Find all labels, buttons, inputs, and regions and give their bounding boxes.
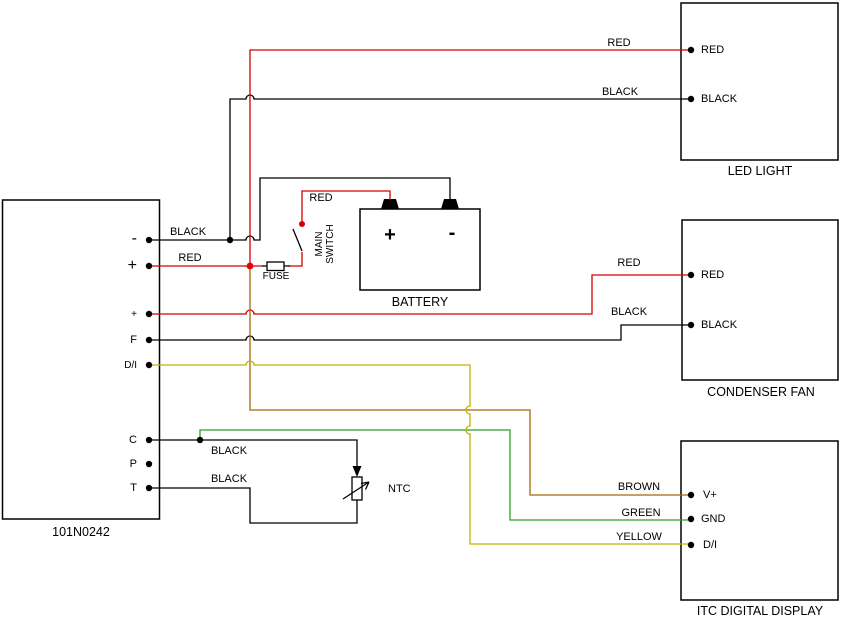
wire-plus2-to-fan-red — [149, 274, 691, 315]
terminal-dot-di — [145, 361, 153, 369]
ntc-diagonal-arrow — [342, 481, 370, 500]
itc-display-box — [680, 440, 839, 601]
fan-terminal-dot-black — [687, 321, 695, 329]
controller-terminal-di: D/I — [124, 360, 137, 371]
ntc-arrowhead-down — [352, 466, 362, 477]
display-terminal-dot-di — [687, 541, 695, 549]
display-terminal-vplus-label: V+ — [703, 489, 717, 501]
fan-terminal-dot-red — [687, 271, 695, 279]
controller-terminal-minus: - — [131, 230, 137, 247]
display-terminal-gnd-label: GND — [701, 513, 726, 525]
main-switch-contact-dot — [299, 221, 305, 227]
battery-box — [359, 208, 481, 291]
wire-f-to-fan-black — [149, 324, 691, 341]
controller-terminal-plus2: + — [131, 309, 137, 320]
wire-black-to-battery-negative — [230, 177, 451, 241]
display-terminal-di-label: D/I — [703, 539, 718, 551]
wire-label-fan-red: RED — [617, 257, 641, 269]
fuse-symbol — [266, 261, 285, 272]
ntc-body — [351, 476, 363, 501]
terminal-dot-minus — [145, 236, 153, 244]
junction-dot-c-green — [196, 436, 204, 444]
led-terminal-black-label: BLACK — [701, 93, 738, 105]
wire-fuse-to-switch — [288, 252, 303, 267]
battery-minus-sign: - — [448, 222, 456, 244]
condenser-fan-label: CONDENSER FAN — [707, 385, 815, 399]
junction-dot-red-plus — [246, 262, 254, 270]
wire-label-plus-red: RED — [178, 252, 202, 264]
led-terminal-red-label: RED — [701, 44, 725, 56]
fan-terminal-red-label: RED — [701, 269, 725, 281]
wire-green-to-display-gnd — [199, 429, 691, 521]
wire-yellow-to-display-di — [149, 360, 691, 545]
led-light-box — [680, 2, 839, 161]
wire-brown-to-display-vplus — [249, 266, 691, 496]
junction-dot-black-minus — [226, 236, 234, 244]
fan-terminal-black-label: BLACK — [701, 319, 738, 331]
battery-label: BATTERY — [391, 295, 449, 309]
terminal-dot-p — [145, 460, 153, 468]
wire-t-to-ntc — [149, 487, 358, 524]
fuse-label: FUSE — [262, 271, 290, 282]
itc-display-label: ITC DIGITAL DISPLAY — [696, 604, 824, 618]
controller-terminal-f: F — [130, 334, 137, 346]
wire-black-to-led — [229, 94, 691, 240]
controller-terminal-plus: + — [127, 257, 137, 274]
battery-negative-cap — [441, 199, 459, 209]
led-light-label: LED LIGHT — [727, 164, 793, 178]
battery-positive-cap — [381, 199, 399, 209]
terminal-dot-plus — [145, 262, 153, 270]
wire-switch-to-battery-positive — [301, 190, 391, 224]
terminal-dot-f — [145, 336, 153, 344]
controller-terminal-t: T — [130, 482, 137, 494]
wire-label-display-yellow: YELLOW — [616, 531, 662, 543]
terminal-dot-plus2 — [145, 310, 153, 318]
wire-label-led-black: BLACK — [601, 86, 639, 98]
terminal-dot-t — [145, 484, 153, 492]
main-switch-blade — [292, 228, 303, 252]
wire-label-display-green: GREEN — [621, 507, 661, 519]
wire-label-t-black: BLACK — [210, 473, 248, 485]
led-terminal-dot-red — [687, 46, 695, 54]
controller-terminal-c: C — [129, 434, 137, 446]
ntc-label: NTC — [388, 483, 411, 495]
wire-red-to-led — [249, 49, 691, 266]
led-terminal-dot-black — [687, 95, 695, 103]
wire-label-minus-black: BLACK — [169, 226, 207, 238]
wire-label-display-brown: BROWN — [617, 481, 661, 493]
condenser-fan-box — [681, 219, 839, 381]
controller-label: 101N0242 — [52, 525, 110, 539]
wire-label-battery-red: RED — [309, 192, 333, 204]
wire-label-led-red: RED — [607, 37, 631, 49]
wire-label-fan-black: BLACK — [610, 306, 648, 318]
display-terminal-dot-gnd — [687, 515, 695, 523]
battery-plus-sign: + — [384, 224, 396, 246]
controller-box — [1, 199, 161, 520]
wire-c-to-ntc — [149, 439, 358, 466]
display-terminal-dot-vplus — [687, 491, 695, 499]
terminal-dot-c — [145, 436, 153, 444]
main-switch-label: MAIN SWITCH — [314, 224, 336, 264]
wire-label-c-black: BLACK — [210, 445, 248, 457]
controller-terminal-p: P — [129, 458, 137, 470]
